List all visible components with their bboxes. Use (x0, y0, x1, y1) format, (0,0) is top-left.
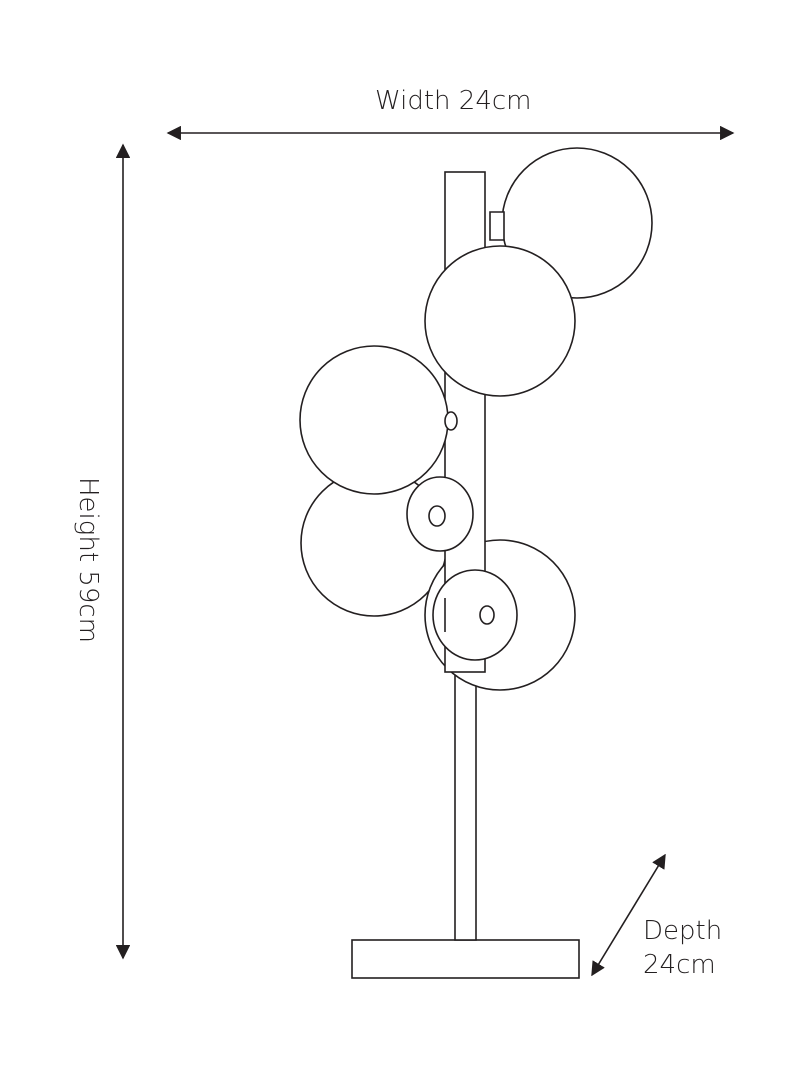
depth-label-line2: 24cm (643, 949, 716, 980)
globe-upper-center (424, 245, 576, 397)
globe-bottom-right-holder (432, 569, 518, 661)
lamp-base (351, 939, 580, 979)
depth-label-line1: Depth (643, 916, 723, 946)
depth-dimension-arrow (591, 853, 666, 977)
globe-upper-left (299, 345, 449, 495)
globe-upper-left-holder (444, 411, 458, 431)
lamp-lower-stem (454, 671, 477, 941)
width-label: Width 24cm (375, 86, 532, 116)
depth-label: Depth 24cm (643, 915, 722, 983)
height-label: Height 59cm (73, 476, 103, 644)
globe-top-right-cap (489, 211, 505, 241)
